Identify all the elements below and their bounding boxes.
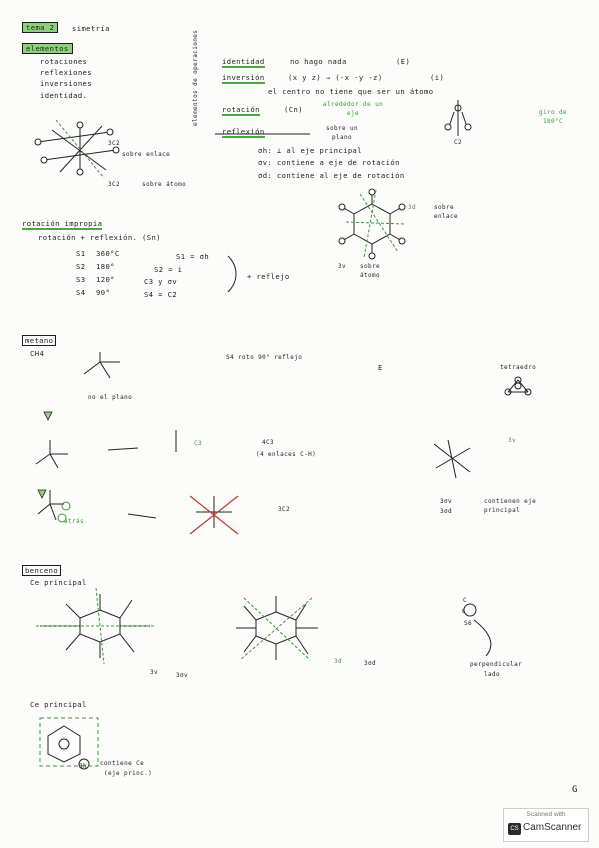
improper-op: S3 [76,275,86,284]
camscanner-logo-icon: CS [508,823,521,835]
sd1-label: 3d [334,658,343,665]
sv-label: 3v [508,437,517,444]
rotation-desc: alrededor de un eje [322,101,384,117]
c2-label: C2 [454,139,463,146]
s4-desc: S4 roto 90° reflejo [226,354,303,361]
elements-title: elementos [22,43,73,54]
sobre-enlace-label-2: sobre enlace [434,204,459,220]
c6-label: 6C2 [462,608,475,615]
inversion-name: inversión [222,73,265,84]
principal-axis: Ce principal [30,578,87,587]
topic-title: simetría [72,24,110,33]
inversion-symbol: (i) [430,73,445,82]
identity-name: identidad [222,57,265,68]
camscanner-watermark: Scanned with CS CamScanner [503,808,589,842]
s6-label: S6 [464,620,473,627]
contain-axis: contienen eje principal [484,498,537,514]
sobre-atomo-label-2: sobre átomo [360,263,381,279]
c3-desc: 4C3 [262,439,275,446]
element-item: rotaciones [40,57,88,66]
improper-eq: S1 = σh [176,252,210,261]
atras-label: atrás [64,518,85,525]
reflection-desc: sobre un plano [325,125,359,141]
sv2-label: 3σv [176,672,189,679]
circle-label: 3h [79,763,88,770]
identity-symbol: (E) [396,57,411,66]
improper-val: 180° [96,262,115,271]
camscanner-brand: CamScanner [523,822,582,833]
scanned-with-text: Scanned with [526,811,566,818]
rotation-symbol: (Cn) [284,105,303,114]
perp-label: perpendicular [470,661,523,668]
identity-desc: no hago nada [290,57,347,66]
inversion-formula: (x y z) → (-x -y -z) [288,73,383,82]
methane-title: metano [22,335,57,346]
improper-op: S1 [76,249,86,258]
improper-title: rotación impropia [22,219,103,230]
improper-desc: rotación + reflexión. (Sn) [38,233,161,242]
page-number: G [572,785,578,795]
improper-val: 360°C [96,249,120,258]
plane-v: σv: contiene a eje de rotación [258,158,400,167]
c2-links-label: 3C2 [108,140,121,147]
sobre-atomo-label: sobre átomo [142,181,187,188]
c-label: C [463,597,468,604]
plane-d: σd: contiene al eje de rotación [258,171,405,180]
rotation-name: rotación [222,105,260,116]
c2-desc: 3C2 [278,506,291,513]
improper-val: 120° [96,275,115,284]
operations-vertical-label: elementos de operaciones [192,29,199,126]
element-item: reflexiones [40,68,92,77]
principal-axis-2: Ce principal [30,700,87,709]
c3-sub: (4 enlaces C-H) [256,451,317,458]
methane-formula: CH4 [30,349,45,358]
count-sd: 3σd [440,508,453,515]
topic-tag: tema 2 [22,22,59,33]
sigma-d-label: 3d [408,204,417,211]
improper-op: S2 [76,262,86,271]
improper-eq: S2 = i [154,265,183,274]
sobre-enlace-label: sobre enlace [122,151,171,158]
paren-label: (eje princ.) [104,770,153,777]
sigma-v-label: 3v [338,263,347,270]
reflection-name: reflexión [222,127,265,138]
tetrahedron-label: tetraedro [500,364,537,371]
no-plane-label: no el plano [88,394,133,401]
improper-op: S4 [76,288,86,297]
c3-label: C3 [194,440,203,447]
sd2-label: 3σd [364,660,377,667]
contains-label: contiene Ce [100,760,145,767]
improper-eq: S4 = C2 [144,290,178,299]
inversion-desc: el centro no tiene que ser un átomo [268,87,434,96]
improper-val: 90° [96,288,111,297]
c2-atom-label: 3C2 [108,181,121,188]
improper-result: + reflejo [247,272,290,281]
identity-e: E [378,363,383,372]
improper-eq: C3 y σv [144,277,178,286]
count-sv: 3σv [440,498,453,505]
giro-label: giro de 180°C [538,109,568,125]
lado-label: lado [484,671,501,678]
benzene-title: benceno [22,565,62,576]
element-item: inversiones [40,79,92,88]
element-item: identidad. [40,91,88,100]
sv1-label: 3v [150,669,159,676]
plane-h: σh: ⊥ al eje principal [258,146,362,155]
